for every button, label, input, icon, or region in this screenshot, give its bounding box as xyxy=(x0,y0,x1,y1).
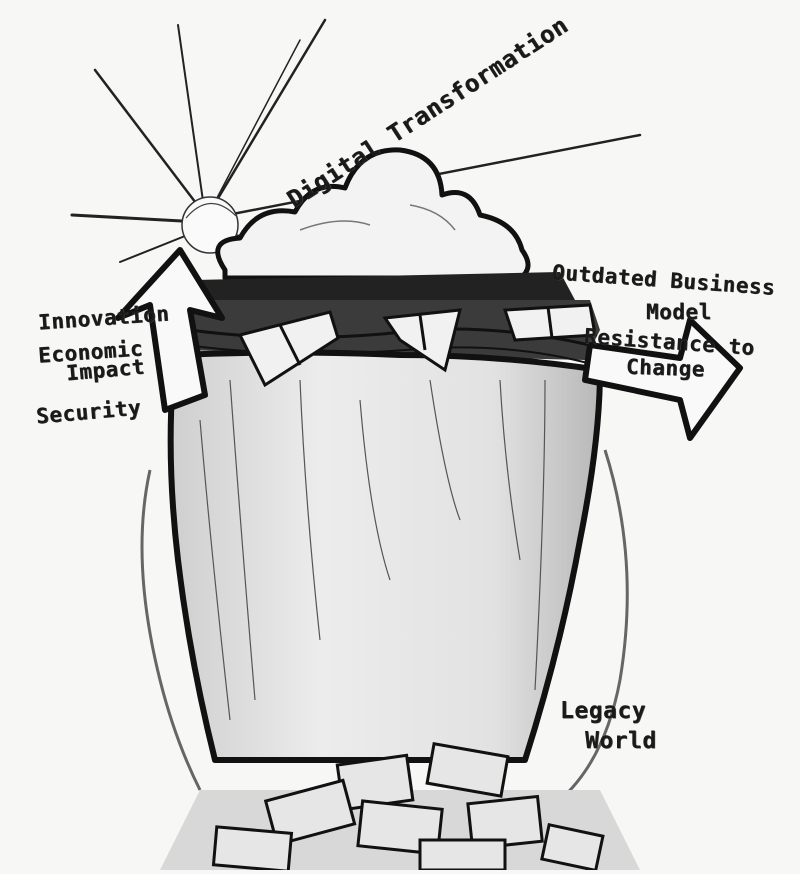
label-legacy: Legacy xyxy=(560,698,647,724)
label-model: Model xyxy=(646,300,712,324)
cloud xyxy=(215,147,531,281)
rubble-pile xyxy=(160,741,640,873)
broken-panels xyxy=(237,303,597,388)
cliff xyxy=(140,349,629,802)
up-arrow-icon xyxy=(115,247,225,413)
label-world: World xyxy=(585,728,657,754)
down-right-arrow-icon xyxy=(582,317,743,441)
label-change: Change xyxy=(625,354,706,382)
